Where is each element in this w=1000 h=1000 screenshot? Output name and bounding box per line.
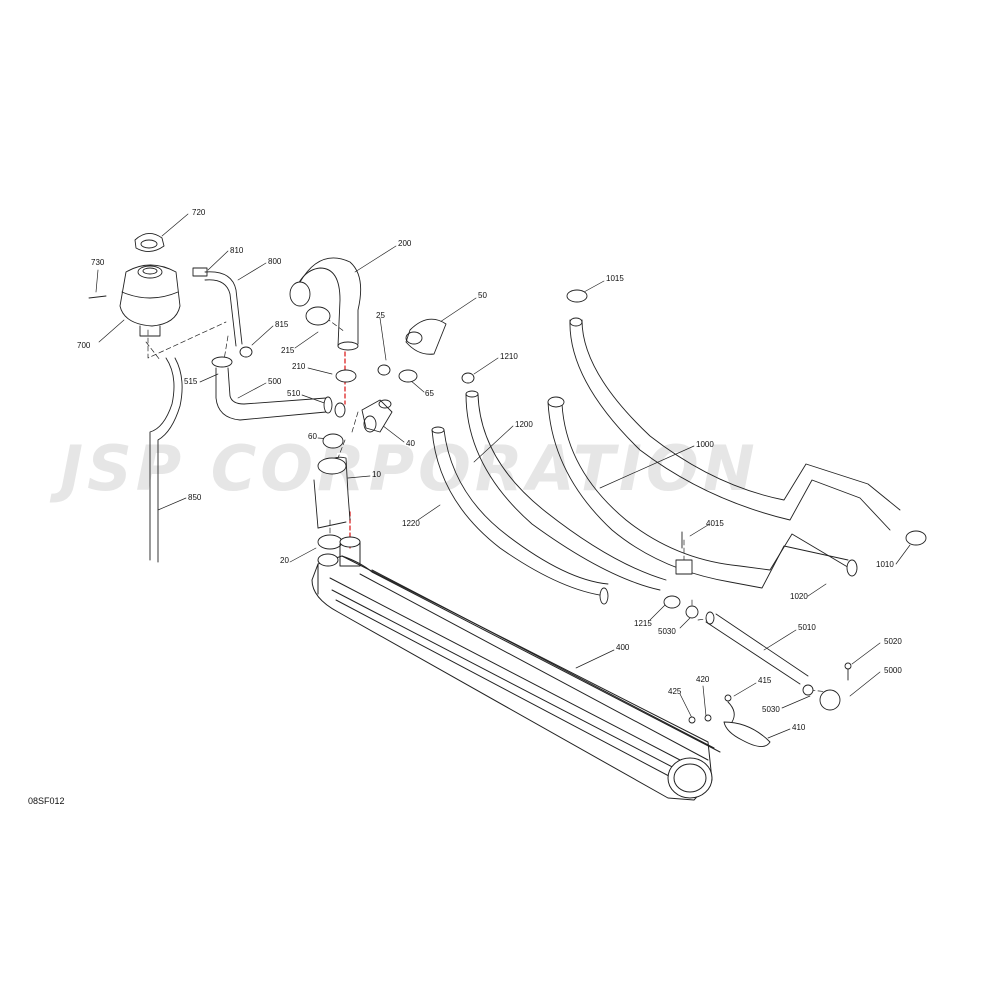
callout-1010: 1010 [876,560,894,569]
callout-5000: 5000 [884,666,902,675]
callout-65: 65 [425,389,434,398]
hose-1220 [431,426,609,605]
callout-1215: 1215 [634,619,652,628]
callout-5030-lower: 5030 [762,705,780,714]
leader-lines [95,213,911,739]
callout-210: 210 [292,362,306,371]
hose-1020 [547,396,858,589]
gasket-410 [723,701,771,747]
callout-730: 730 [91,258,105,267]
diagram-code: 08SF012 [28,796,65,806]
callout-215: 215 [281,346,295,355]
callout-1015: 1015 [606,274,624,283]
callout-700: 700 [77,341,91,350]
callout-5030-upper: 5030 [658,627,676,636]
callout-1210: 1210 [500,352,518,361]
callout-4015: 4015 [706,519,724,528]
vent-hose-800 [192,267,253,358]
callout-20: 20 [280,556,289,565]
watermark-logo: JSP CORPORATION [60,432,759,505]
callout-10: 10 [372,470,381,479]
hose-50 [405,318,447,355]
bracket-4015 [675,531,693,575]
callout-1220: 1220 [402,519,420,528]
screws [688,662,852,724]
callout-810: 810 [230,246,244,255]
callout-425: 425 [668,687,682,696]
callout-5010: 5010 [798,623,816,632]
callout-1200: 1200 [515,420,533,429]
callout-25: 25 [376,311,385,320]
callout-400: 400 [616,643,630,652]
hose-200 [289,257,362,351]
callout-1000: 1000 [696,440,714,449]
callout-515: 515 [184,377,198,386]
elbow-fitting-40 [361,399,393,433]
clamps [317,289,927,711]
callout-720: 720 [192,208,206,217]
callout-850: 850 [188,493,202,502]
callout-60: 60 [308,432,317,441]
callout-800: 800 [268,257,282,266]
hose-1000 [569,317,901,531]
expansion-tank-700 [88,233,181,337]
overflow-hose-850 [149,357,183,563]
callout-410: 410 [792,723,806,732]
callout-5020: 5020 [884,637,902,646]
callout-420: 420 [696,675,710,684]
callout-815: 815 [275,320,289,329]
callout-200: 200 [398,239,412,248]
callout-415: 415 [758,676,772,685]
hose-10 [313,456,351,529]
pipe-5010 [705,611,809,685]
callout-500: 500 [268,377,282,386]
heat-exchanger-400 [311,536,721,801]
callout-510: 510 [287,389,301,398]
hose-1200 [465,390,667,591]
hose-500 [211,356,346,421]
callout-40: 40 [406,439,415,448]
callout-1020: 1020 [790,592,808,601]
callout-50: 50 [478,291,487,300]
